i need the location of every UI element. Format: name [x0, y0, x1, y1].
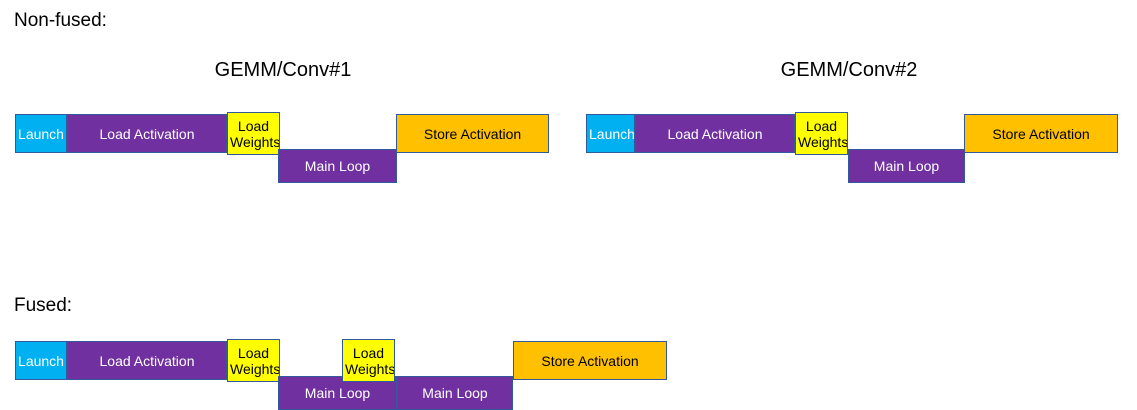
bar-label-launch: Launch [589, 125, 635, 142]
bar-label-load-weights-line1: Load [237, 117, 270, 134]
bar-label-main-loop: Main Loop [304, 158, 371, 174]
bar-load-activation-nonfused-1[interactable]: Load Activation [67, 114, 227, 153]
bar-label-main-loop: Main Loop [422, 385, 488, 401]
bar-store-activation-nonfused-1[interactable]: Store Activation [396, 114, 549, 153]
bar-launch-fused[interactable]: Launch [15, 341, 67, 380]
bar-label-launch: Launch [18, 125, 64, 142]
bar-label-load-weights-line2: Weights [230, 133, 280, 150]
group-title-gemm-conv-1: GEMM/Conv#1 [214, 59, 352, 81]
bar-store-activation-fused[interactable]: Store Activation [513, 341, 667, 380]
bar-load-weights-fused-2[interactable]: Load Weights [342, 339, 395, 382]
bar-label-load-activation: Load Activation [667, 125, 763, 142]
bar-label-load-weights-line2: Weights [230, 360, 280, 377]
bar-launch-nonfused-2[interactable]: Launch [586, 114, 635, 153]
bar-load-weights-nonfused-2[interactable]: Load Weights [795, 112, 848, 155]
bar-label-load-weights-line2: Weights [798, 133, 848, 150]
bar-launch-nonfused-1[interactable]: Launch [15, 114, 67, 153]
bar-label-store-activation: Store Activation [992, 125, 1090, 142]
bar-label-store-activation: Store Activation [541, 352, 639, 369]
bar-label-main-loop: Main Loop [304, 385, 371, 401]
bar-label-store-activation: Store Activation [423, 125, 522, 142]
bar-label-load-weights-line1: Load [237, 344, 270, 361]
bar-label-load-weights-line1: Load [805, 117, 838, 134]
bar-load-weights-nonfused-1[interactable]: Load Weights [227, 112, 280, 155]
bar-store-activation-nonfused-2[interactable]: Store Activation [964, 114, 1118, 153]
bar-load-activation-fused[interactable]: Load Activation [67, 341, 227, 380]
section-label-fused: Fused: [14, 295, 73, 316]
section-label-non-fused: Non-fused: [14, 10, 107, 31]
bar-main-loop-nonfused-2[interactable]: Main Loop [848, 149, 965, 183]
bar-main-loop-nonfused-1[interactable]: Main Loop [278, 149, 397, 183]
bar-label-load-weights-line1: Load [352, 344, 385, 361]
bar-main-loop-fused-2[interactable]: Main Loop [397, 376, 513, 410]
bar-label-launch: Launch [18, 352, 64, 369]
bar-load-weights-fused-1[interactable]: Load Weights [227, 339, 280, 382]
group-title-gemm-conv-2: GEMM/Conv#2 [780, 59, 918, 81]
bar-load-activation-nonfused-2[interactable]: Load Activation [635, 114, 795, 153]
bar-label-main-loop: Main Loop [873, 158, 940, 174]
bar-label-load-activation: Load Activation [99, 352, 195, 369]
bar-label-load-weights-line2: Weights [345, 360, 395, 377]
bar-label-load-activation: Load Activation [99, 125, 195, 142]
